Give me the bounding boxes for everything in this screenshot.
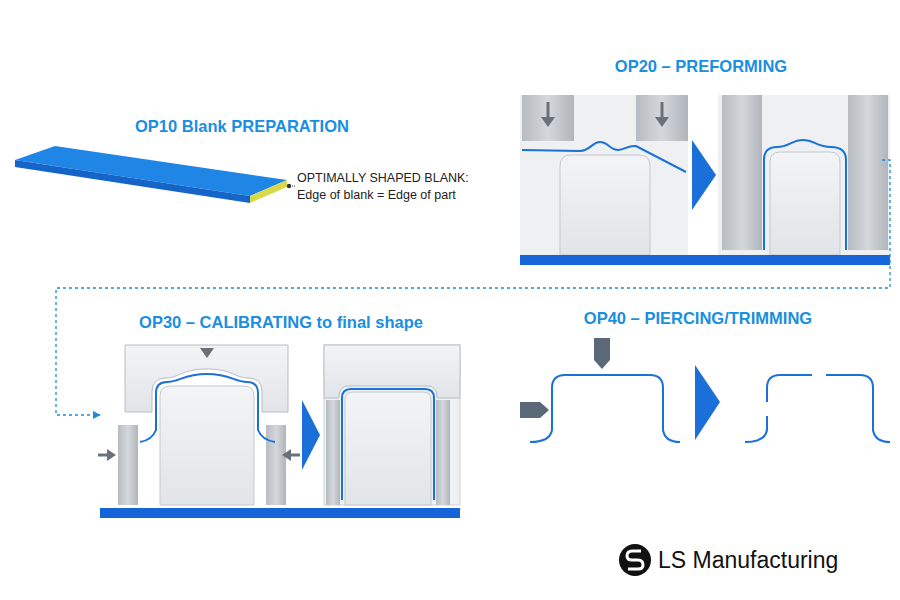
preform-tooling-open-part: [655, 117, 669, 127]
calibrating-tooling-closed-part: [345, 392, 431, 505]
calibrating-tooling-closed: [324, 345, 460, 505]
step-arrow: [692, 140, 716, 210]
logo-text: LS Manufacturing: [658, 545, 898, 575]
preform-tooling-closed-part: [848, 95, 888, 250]
pierced-profile-part: [767, 375, 812, 402]
calibrating-tooling-open-part: [160, 386, 254, 505]
calibrating-tooling-open: [98, 345, 300, 505]
calibrating-tooling-open-part: [200, 348, 214, 358]
callout-note: OPTIMALLY SHAPED BLANK: Edge of blank = …: [297, 170, 487, 204]
logo-mark: [619, 544, 651, 576]
trimmed-profile: [520, 338, 680, 442]
preform-tooling-open: [520, 95, 688, 255]
preform-tooling-open-part: [522, 95, 574, 141]
flow-connector: [56, 160, 890, 415]
calibrating-tooling-closed-part: [326, 400, 340, 505]
step-heading: OP20 – PREFORMING: [615, 56, 787, 76]
process-step: OP10 Blank PREPARATION: [135, 116, 385, 142]
calibrating-tooling-open-part: [98, 454, 108, 457]
preform-tooling-closed: [718, 95, 890, 255]
process-step: OP20 – PREFORMING: [520, 56, 882, 266]
calibrating-tooling-closed-part: [342, 389, 434, 500]
preform-tooling-open-part: [520, 95, 688, 255]
preform-tooling-closed-part: [770, 152, 840, 255]
calibrating-tooling-open-part: [266, 425, 286, 505]
blank-sheet-part: [15, 160, 250, 203]
press-bed: [100, 508, 460, 518]
calibrating-tooling-closed-part: [324, 345, 460, 505]
preform-tooling-open-part: [636, 95, 688, 141]
preform-tooling-open-part: [522, 142, 686, 172]
preform-tooling-open-part: [547, 102, 550, 118]
calibrating-tooling-open-part: [140, 374, 275, 442]
step-heading: OP30 – CALIBRATING to final shape: [139, 312, 423, 332]
step-arrow: [302, 400, 320, 470]
preform-tooling-open-part: [541, 117, 555, 127]
step-heading: OP40 – PIERCING/TRIMMING: [584, 308, 812, 328]
calibrating-tooling-open-part: [107, 449, 116, 461]
pierced-profile-part: [826, 375, 890, 442]
blank-sheet-part: [292, 186, 295, 187]
calibrating-tooling-open-part: [118, 425, 138, 505]
process-step: OP40 – PIERCING/TRIMMING: [508, 308, 888, 336]
step-arrow: [695, 365, 720, 440]
preform-tooling-closed-part: [718, 95, 890, 255]
preform-tooling-closed-part: [722, 95, 762, 250]
trimmed-profile-part: [520, 402, 549, 418]
calibrating-tooling-closed-part: [436, 400, 450, 505]
blank-sheet-part: [250, 180, 287, 203]
preform-tooling-open-part: [560, 155, 650, 255]
trimmed-profile-part: [530, 375, 680, 442]
blank-sheet-part: [287, 184, 291, 188]
preform-tooling-open-part: [661, 102, 664, 118]
pierced-profile-part: [745, 416, 767, 442]
calibrating-tooling-open-part: [290, 454, 300, 457]
logo-mark-part: [627, 551, 643, 569]
logo-mark-part: [619, 544, 651, 576]
trimmed-profile-part: [594, 338, 610, 369]
preform-tooling-closed-part: [764, 140, 846, 250]
press-bed: [520, 255, 890, 265]
blank-sheet: [15, 146, 295, 203]
pierced-profile: [745, 375, 890, 442]
calibrating-tooling-open-part: [282, 449, 291, 461]
step-heading: OP10 Blank PREPARATION: [135, 116, 349, 136]
process-step: OP30 – CALIBRATING to final shape: [100, 312, 462, 520]
